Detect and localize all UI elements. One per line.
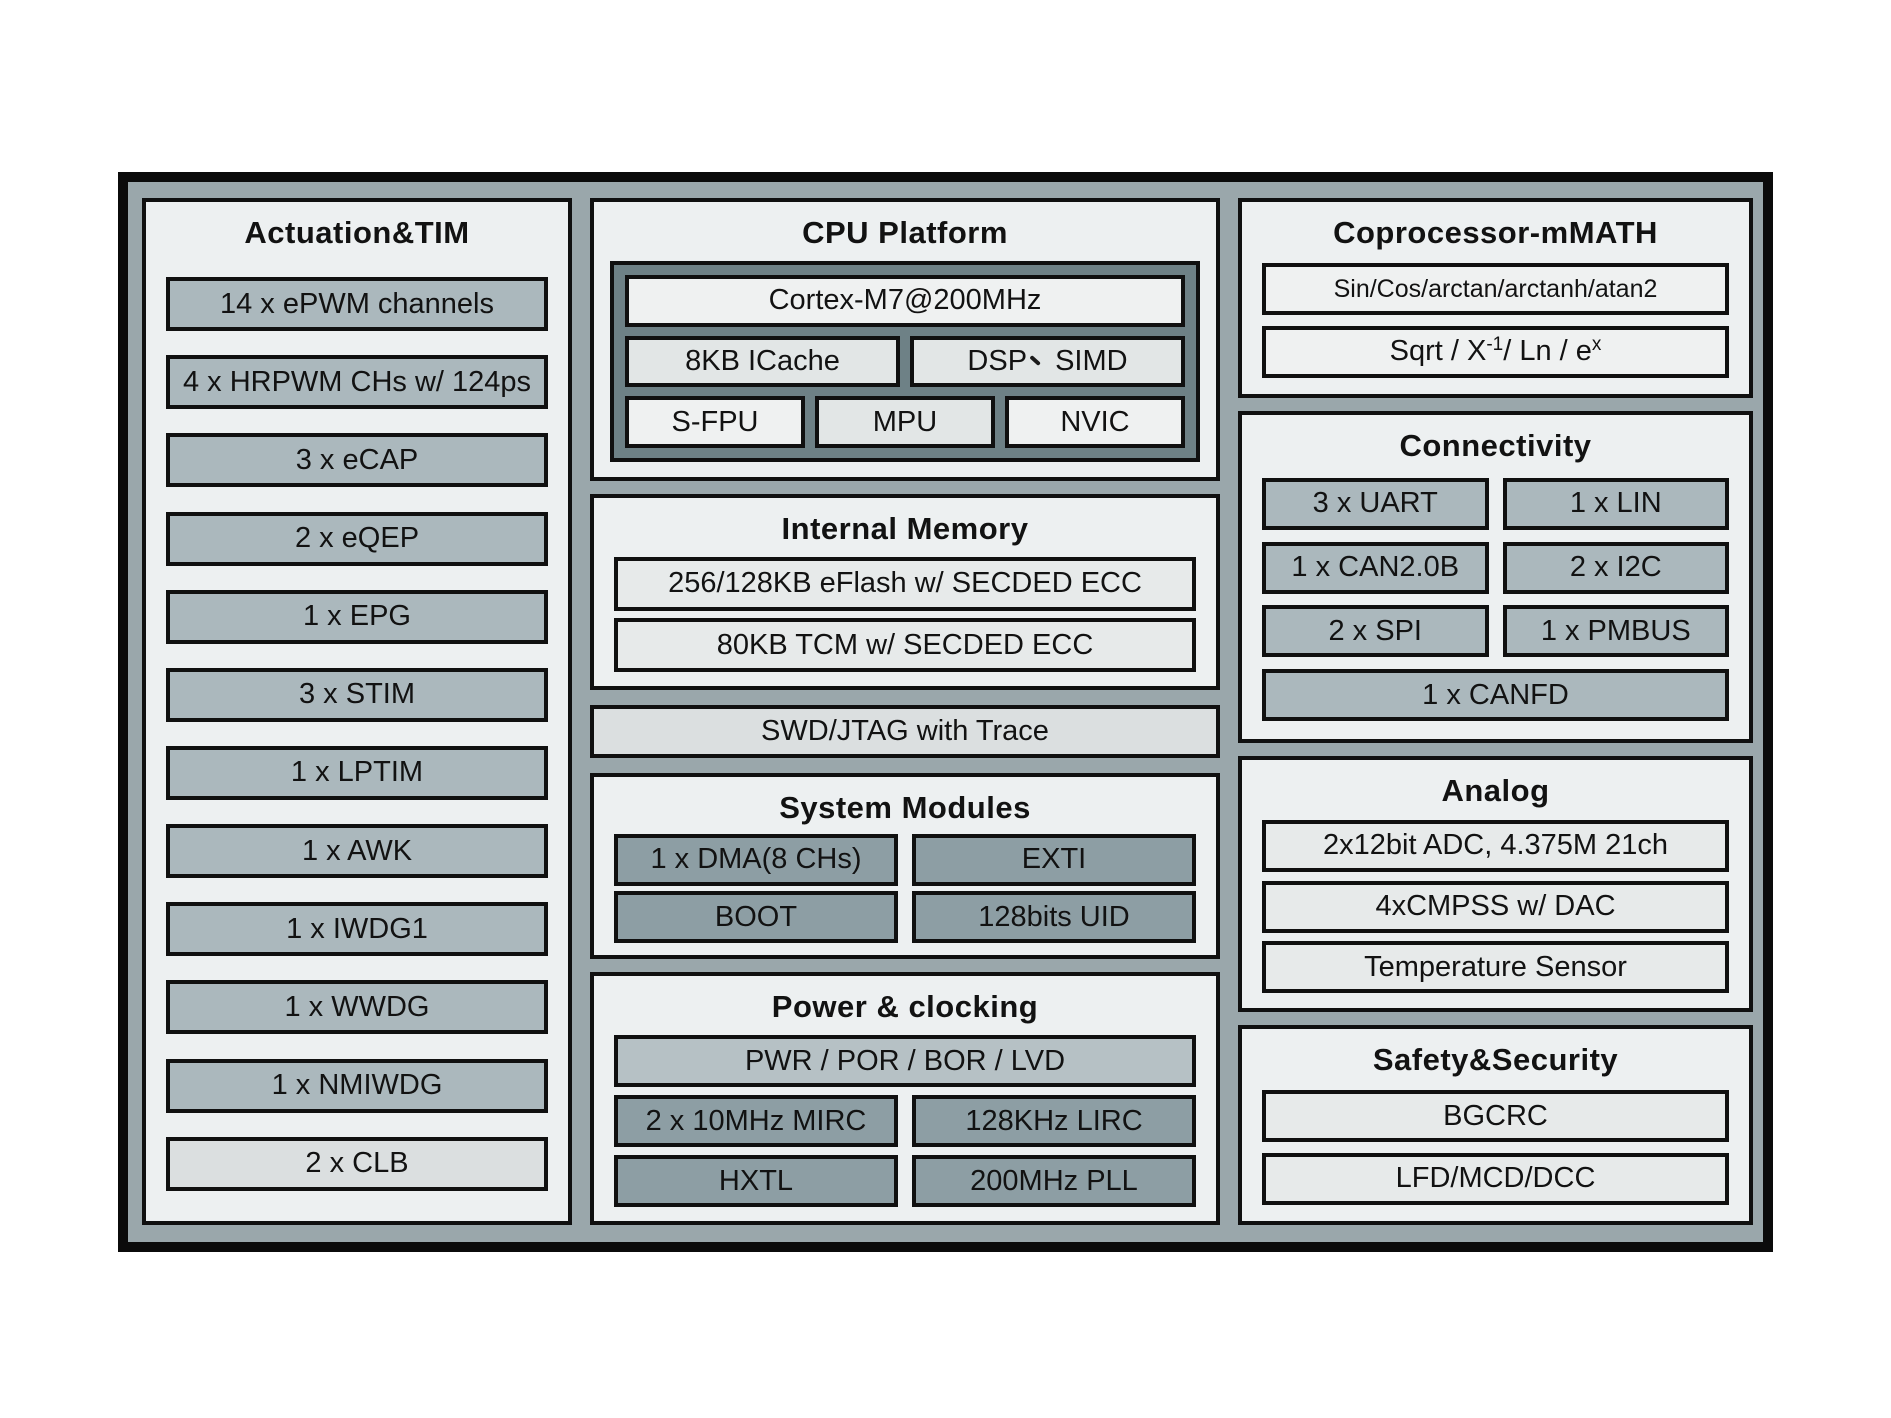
system-row-2: BOOT 128bits UID	[614, 891, 1196, 944]
panel-system-title: System Modules	[779, 790, 1031, 825]
power-row-2: HXTL 200MHz PLL	[614, 1155, 1196, 1207]
sqrt-label-part1: Sqrt / X	[1389, 335, 1487, 368]
block-trig-functions: Sin/Cos/arctan/arctanh/atan2	[1262, 263, 1729, 316]
memory-block-list: 256/128KB eFlash w/ SECDED ECC 80KB TCM …	[594, 549, 1216, 686]
panel-coprocessor-mmath: Coprocessor-mMATH Sin/Cos/arctan/arctanh…	[1238, 198, 1753, 398]
block-swd-jtag-trace: SWD/JTAG with Trace	[590, 705, 1220, 758]
block-nvic: NVIC	[1005, 396, 1185, 448]
system-block-grid: 1 x DMA(8 CHs) EXTI BOOT 128bits UID	[594, 828, 1216, 955]
column-middle: CPU Platform Cortex-M7@200MHz 8KB ICache…	[590, 198, 1220, 1225]
panel-internal-memory: Internal Memory 256/128KB eFlash w/ SECD…	[590, 494, 1220, 690]
panel-analog-title: Analog	[1441, 773, 1550, 808]
power-row-1: 2 x 10MHz MIRC 128KHz LIRC	[614, 1095, 1196, 1147]
connectivity-row-3: 2 x SPI 1 x PMBUS	[1262, 605, 1729, 658]
panel-safety-security: Safety&Security BGCRC LFD/MCD/DCC	[1238, 1025, 1753, 1225]
panel-connectivity-title: Connectivity	[1399, 428, 1592, 463]
panel-memory-title: Internal Memory	[781, 511, 1029, 546]
panel-actuation-title: Actuation&TIM	[244, 215, 470, 250]
block-can20b: 1 x CAN2.0B	[1262, 541, 1489, 594]
block-pwr-por-bor-lvd: PWR / POR / BOR / LVD	[614, 1035, 1196, 1087]
block-lfd-mcd-dcc: LFD/MCD/DCC	[1262, 1152, 1729, 1205]
block-epwm-channels: 14 x ePWM channels	[166, 277, 548, 332]
sqrt-superscript-neg1: -1	[1486, 334, 1504, 356]
chip-frame: Actuation&TIM 14 x ePWM channels 4 x HRP…	[118, 172, 1773, 1252]
block-bgcrc: BGCRC	[1262, 1090, 1729, 1143]
panel-analog: Analog 2x12bit ADC, 4.375M 21ch 4xCMPSS …	[1238, 756, 1753, 1012]
block-pmbus: 1 x PMBUS	[1502, 605, 1729, 658]
connectivity-block-grid: 3 x UART 1 x LIN 1 x CAN2.0B 2 x I2C 2 x…	[1242, 466, 1749, 739]
block-boot: BOOT	[614, 891, 898, 944]
block-dma: 1 x DMA(8 CHs)	[614, 833, 898, 886]
cpu-row-cache-dsp: 8KB ICache DSP SIMD	[625, 335, 1185, 388]
actuation-block-list: 14 x ePWM channels 4 x HRPWM CHs w/ 124p…	[146, 253, 568, 1221]
block-wwdg: 1 x WWDG	[166, 980, 548, 1035]
sqrt-superscript-x: x	[1591, 334, 1602, 356]
connectivity-row-1: 3 x UART 1 x LIN	[1262, 477, 1729, 530]
dsp-label-part1: DSP	[967, 344, 1028, 377]
column-left: Actuation&TIM 14 x ePWM channels 4 x HRP…	[142, 198, 572, 1225]
block-stim: 3 x STIM	[166, 667, 548, 722]
system-row-1: 1 x DMA(8 CHs) EXTI	[614, 833, 1196, 886]
block-pll: 200MHz PLL	[912, 1155, 1196, 1207]
block-temperature-sensor: Temperature Sensor	[1262, 941, 1729, 994]
safety-block-list: BGCRC LFD/MCD/DCC	[1242, 1080, 1749, 1221]
coprocessor-block-list: Sin/Cos/arctan/arctanh/atan2 Sqrt / X-1 …	[1242, 253, 1749, 394]
block-icache: 8KB ICache	[625, 335, 900, 388]
dsp-label-part2: SIMD	[1055, 344, 1128, 377]
block-exti: EXTI	[912, 833, 1196, 886]
block-ecap: 3 x eCAP	[166, 433, 548, 488]
block-adc: 2x12bit ADC, 4.375M 21ch	[1262, 819, 1729, 872]
block-canfd: 1 x CANFD	[1262, 669, 1729, 722]
column-right: Coprocessor-mMATH Sin/Cos/arctan/arctanh…	[1238, 198, 1753, 1225]
panel-actuation-tim: Actuation&TIM 14 x ePWM channels 4 x HRP…	[142, 198, 572, 1225]
block-clb: 2 x CLB	[166, 1136, 548, 1191]
cpu-row-fpu-mpu-nvic: S-FPU MPU NVIC	[625, 396, 1185, 448]
panel-power-clocking: Power & clocking PWR / POR / BOR / LVD 2…	[590, 972, 1220, 1225]
block-eqep: 2 x eQEP	[166, 511, 548, 566]
block-mpu: MPU	[815, 396, 995, 448]
block-hrpwm: 4 x HRPWM CHs w/ 124ps	[166, 355, 548, 410]
block-dsp-simd: DSP SIMD	[910, 335, 1185, 388]
block-sfpu: S-FPU	[625, 396, 805, 448]
block-iwdg1: 1 x IWDG1	[166, 902, 548, 957]
block-cmpss-dac: 4xCMPSS w/ DAC	[1262, 880, 1729, 933]
block-spi: 2 x SPI	[1262, 605, 1489, 658]
block-uid: 128bits UID	[912, 891, 1196, 944]
panel-system-modules: System Modules 1 x DMA(8 CHs) EXTI BOOT …	[590, 773, 1220, 959]
panel-power-title: Power & clocking	[771, 989, 1039, 1024]
block-nmiwdg: 1 x NMIWDG	[166, 1058, 548, 1113]
block-hxtl: HXTL	[614, 1155, 898, 1207]
sqrt-label-part2: / Ln / e	[1503, 335, 1592, 368]
block-cortex-m7-core: Cortex-M7@200MHz	[625, 275, 1185, 327]
block-awk: 1 x AWK	[166, 824, 548, 879]
block-i2c: 2 x I2C	[1502, 541, 1729, 594]
analog-block-list: 2x12bit ADC, 4.375M 21ch 4xCMPSS w/ DAC …	[1242, 811, 1749, 1008]
block-lptim: 1 x LPTIM	[166, 745, 548, 800]
block-lirc: 128KHz LIRC	[912, 1095, 1196, 1147]
panel-connectivity: Connectivity 3 x UART 1 x LIN 1 x CAN2.0…	[1238, 411, 1753, 743]
panel-cpu-title: CPU Platform	[802, 215, 1008, 250]
connectivity-row-2: 1 x CAN2.0B 2 x I2C	[1262, 541, 1729, 594]
block-eflash: 256/128KB eFlash w/ SECDED ECC	[614, 556, 1196, 611]
power-block-list: PWR / POR / BOR / LVD 2 x 10MHz MIRC 128…	[594, 1027, 1216, 1221]
ideographic-comma-glyph	[1032, 352, 1045, 370]
panel-coprocessor-title: Coprocessor-mMATH	[1333, 215, 1658, 250]
block-lin: 1 x LIN	[1502, 477, 1729, 530]
block-mirc: 2 x 10MHz MIRC	[614, 1095, 898, 1147]
panel-safety-title: Safety&Security	[1372, 1042, 1619, 1077]
panel-cpu-platform: CPU Platform Cortex-M7@200MHz 8KB ICache…	[590, 198, 1220, 481]
block-tcm: 80KB TCM w/ SECDED ECC	[614, 618, 1196, 673]
block-epg: 1 x EPG	[166, 589, 548, 644]
block-uart: 3 x UART	[1262, 477, 1489, 530]
cpu-core-cluster: Cortex-M7@200MHz 8KB ICache DSP SIMD S-FP…	[610, 261, 1200, 462]
